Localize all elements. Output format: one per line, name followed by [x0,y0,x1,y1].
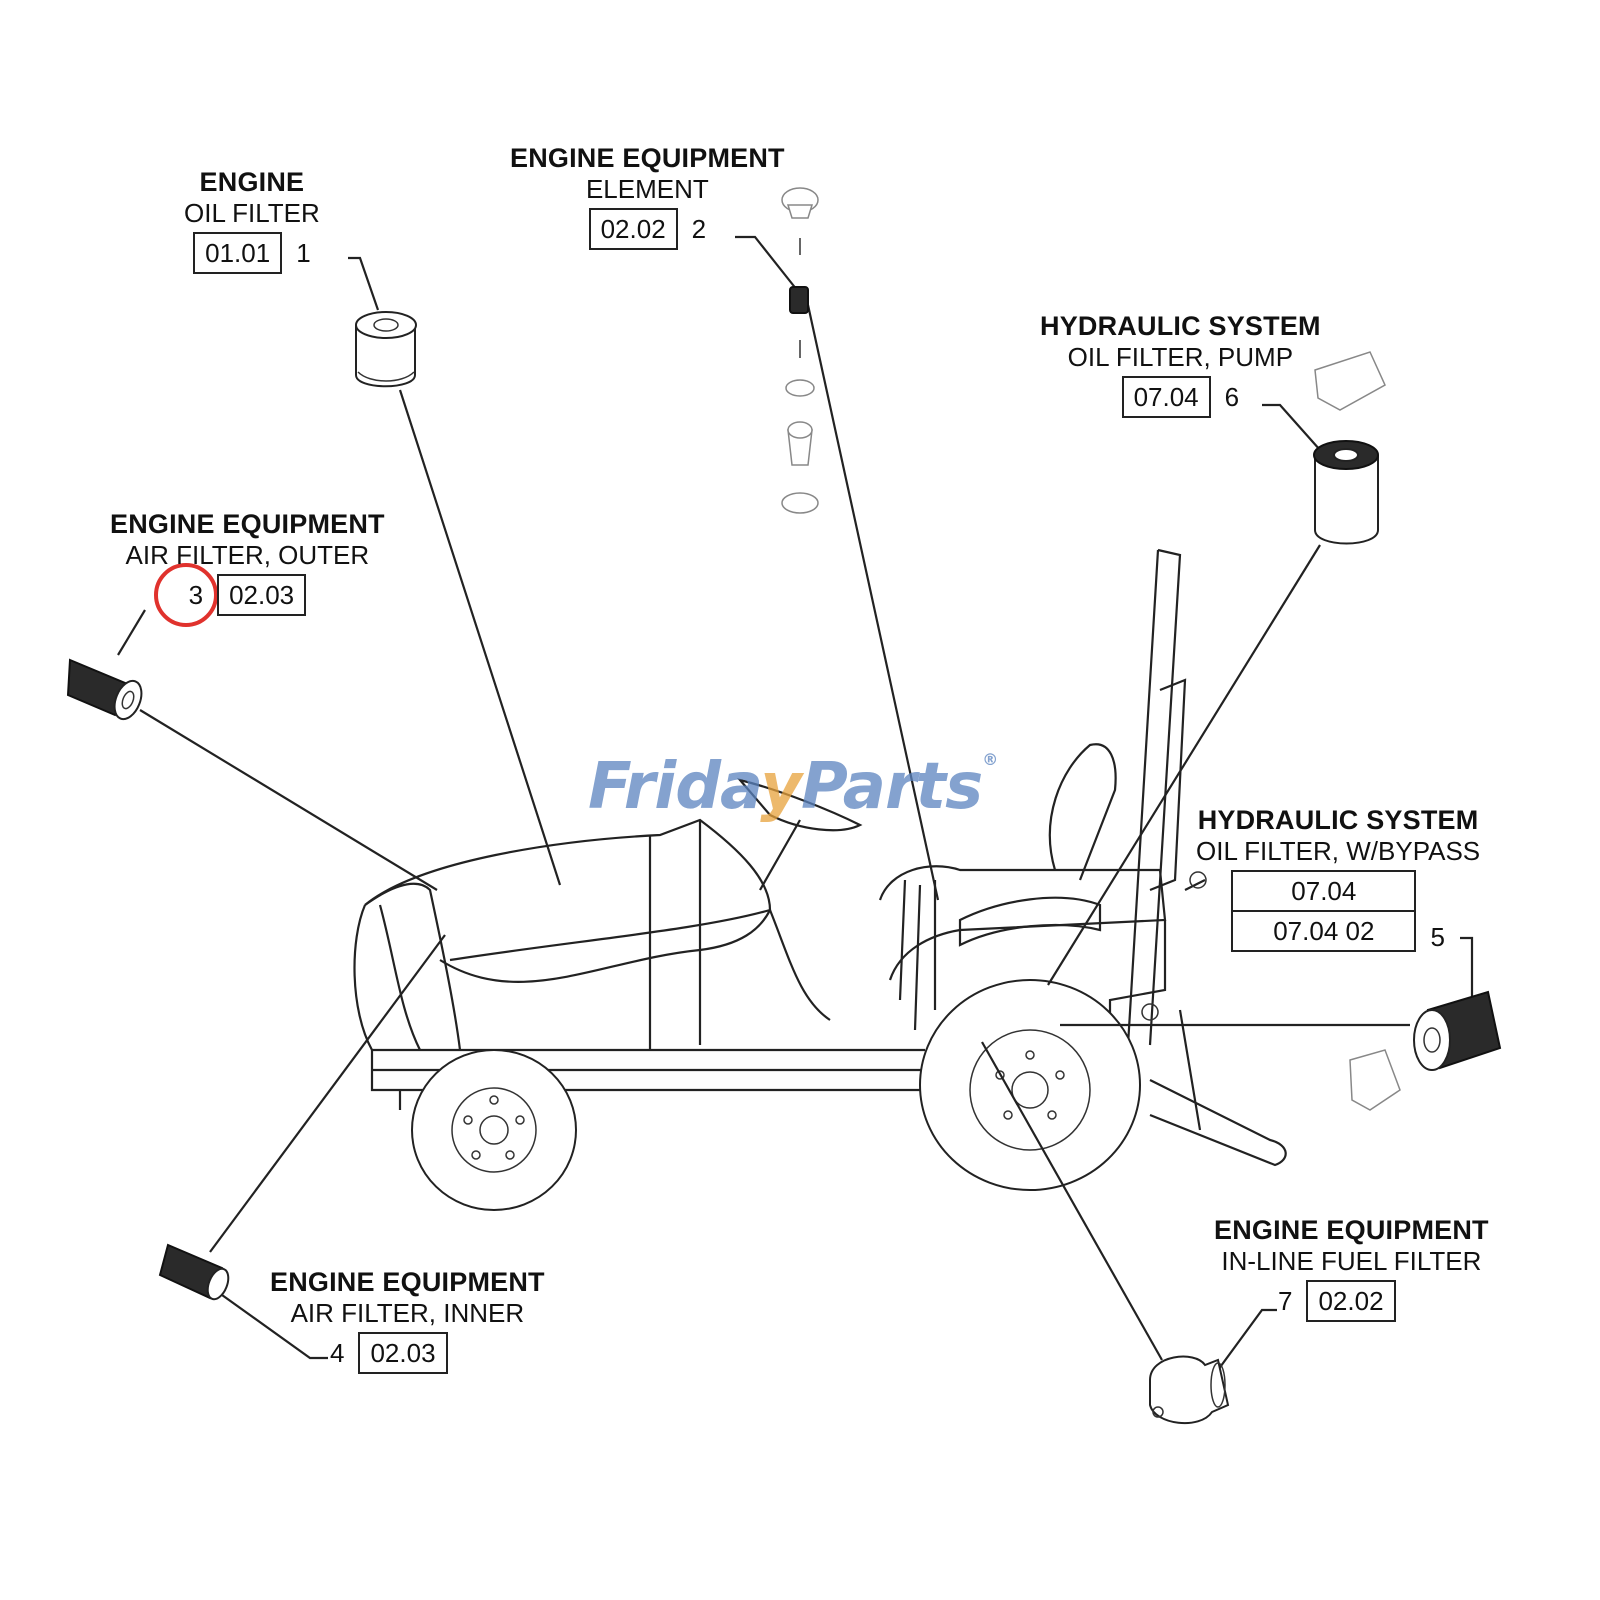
oil-filter-part-1 [355,311,417,388]
callout-hydraulic-pump: HYDRAULIC SYSTEM OIL FILTER, PUMP 07.04 … [1040,310,1321,418]
callout-title: ENGINE EQUIPMENT [510,143,785,173]
item-number[interactable]: 5 [1430,922,1445,952]
callout-subtitle: OIL FILTER [184,198,320,228]
ref-box[interactable]: 02.02 [1306,1280,1396,1322]
callout-subtitle: AIR FILTER, INNER [290,1298,525,1328]
item-number[interactable]: 2 [691,214,707,244]
ref-stack: 07.04 07.04 02 [1231,870,1417,952]
hydraulic-filter-part-5 [1349,990,1502,1111]
highlight-ring [154,563,218,627]
item-number[interactable]: 4 [330,1338,345,1368]
callout-hydraulic-bypass: HYDRAULIC SYSTEM OIL FILTER, W/BYPASS 07… [1196,804,1480,952]
leader-lines [117,235,1474,1371]
callout-subtitle: ELEMENT [585,174,709,204]
callout-subtitle: OIL FILTER, PUMP [1067,342,1294,372]
ref-box[interactable]: 07.04 [1121,376,1211,418]
callout-fuel-filter: ENGINE EQUIPMENT IN-LINE FUEL FILTER 7 0… [1214,1214,1489,1322]
callout-title: ENGINE EQUIPMENT [1214,1215,1489,1245]
ref-box[interactable]: 01.01 [193,232,283,274]
air-filter-outer-part-3 [66,658,143,721]
item-number[interactable]: 6 [1224,382,1240,412]
air-filter-inner-part-4 [158,1243,230,1301]
hydraulic-filter-part-6 [1313,351,1386,545]
callout-subtitle: IN-LINE FUEL FILTER [1221,1246,1482,1276]
item-number[interactable]: 1 [296,238,311,268]
ref-box[interactable]: 02.03 [217,574,307,616]
ref-box[interactable]: 07.04 02 [1233,910,1415,950]
callout-engine-equipment-element: ENGINE EQUIPMENT ELEMENT 02.02 2 [510,142,785,250]
callout-engine-oil-filter: ENGINE OIL FILTER 01.01 1 [184,166,320,274]
callout-title: HYDRAULIC SYSTEM [1197,805,1479,835]
item-number[interactable]: 7 [1278,1286,1293,1316]
callout-air-filter-inner: ENGINE EQUIPMENT AIR FILTER, INNER 4 02.… [270,1266,545,1374]
ref-box[interactable]: 02.03 [358,1332,448,1374]
tractor-outline [353,548,1287,1211]
callout-air-filter-outer: ENGINE EQUIPMENT AIR FILTER, OUTER 3 02.… [110,508,385,616]
fuel-filter-part-7 [1149,1355,1230,1425]
callout-title: ENGINE [199,167,305,197]
callout-subtitle: AIR FILTER, OUTER [125,540,370,570]
callout-title: ENGINE EQUIPMENT [270,1267,545,1297]
callout-subtitle: OIL FILTER, W/BYPASS [1196,836,1481,866]
brand-watermark: FridayParts® [588,750,998,824]
element-part-2 [781,187,819,514]
callout-title: HYDRAULIC SYSTEM [1040,311,1321,341]
item-number[interactable]: 3 [188,580,204,610]
callout-title: ENGINE EQUIPMENT [110,509,385,539]
ref-box[interactable]: 02.02 [588,208,678,250]
ref-box[interactable]: 07.04 [1233,872,1415,910]
